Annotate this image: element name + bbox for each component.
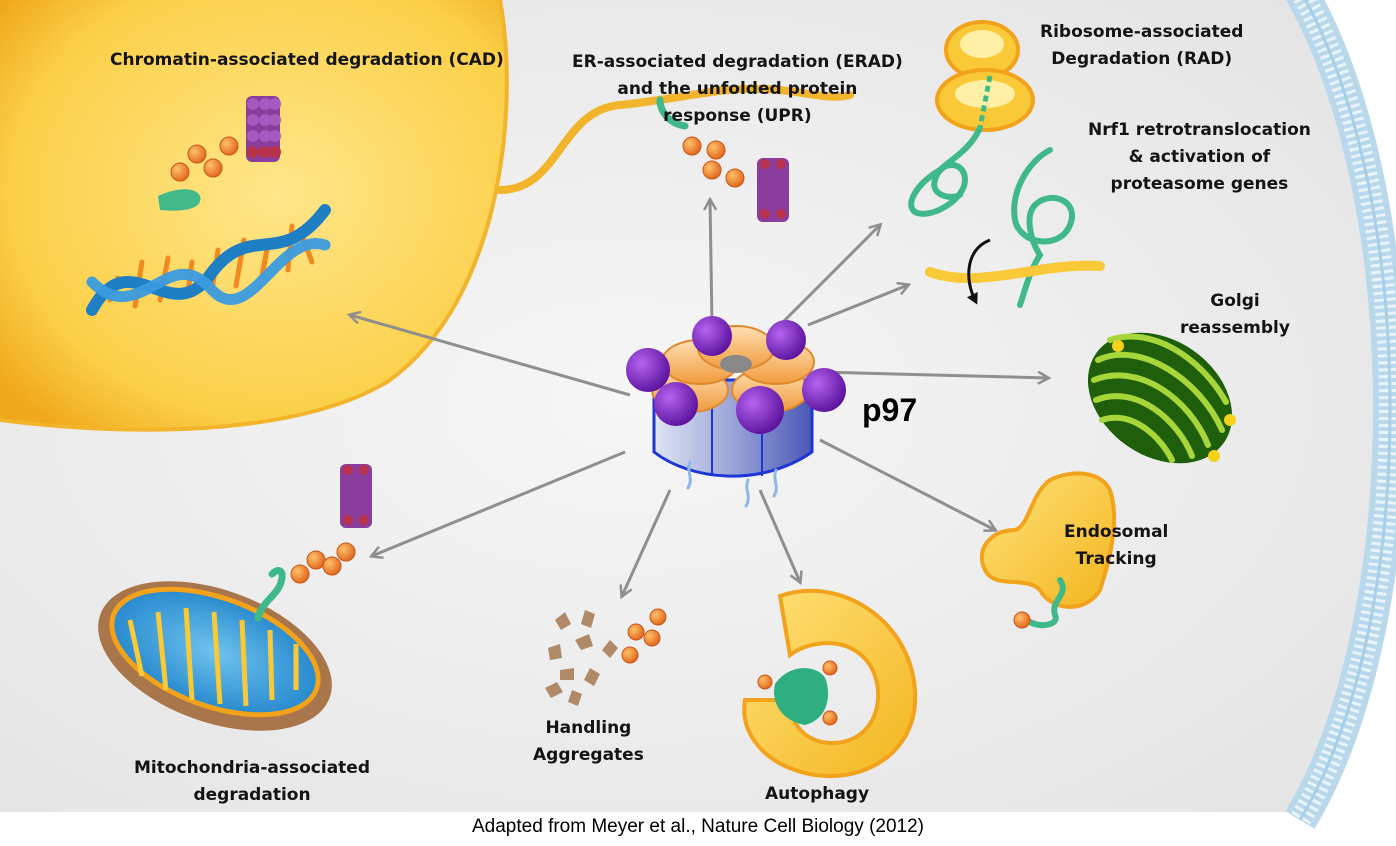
label-endosomal-line-2: Tracking <box>1075 549 1157 569</box>
label-nrf1-line-3: proteasome genes <box>1110 174 1289 194</box>
label-cad: Chromatin-associated degradation (CAD) <box>110 47 504 74</box>
label-golgi: Golgi reassembly <box>1180 288 1290 342</box>
erad-ubiquitin-chain <box>682 136 745 188</box>
label-erad: ER-associated degradation (ERAD) and the… <box>572 49 903 130</box>
label-mitochondria-line-1: Mitochondria-associated <box>134 758 371 778</box>
label-aggregates-line-2: Aggregates <box>533 745 644 765</box>
cad-ubiquitin-chain <box>170 136 239 182</box>
p97-label: p97 <box>862 392 918 428</box>
label-rad: Ribosome-associated Degradation (RAD) <box>1040 19 1243 73</box>
er-membrane <box>496 84 854 194</box>
mitochondrion <box>98 567 332 731</box>
label-erad-line-3: response (UPR) <box>663 106 812 126</box>
label-erad-line-1: ER-associated degradation (ERAD) <box>572 52 903 72</box>
arrow-to-golgi <box>819 370 1048 378</box>
protein-aggregates <box>545 610 618 706</box>
figure-credit: Adapted from Meyer et al., Nature Cell B… <box>472 816 924 837</box>
label-golgi-line-2: reassembly <box>1180 318 1290 338</box>
autophagosome <box>742 588 918 779</box>
cad-substrate <box>158 189 201 211</box>
arrow-to-autophagy <box>758 489 800 582</box>
mito-proteasome <box>340 464 372 528</box>
label-cad-line-1: Chromatin-associated degradation (CAD) <box>110 50 504 70</box>
label-nrf1-line-2: & activation of <box>1128 147 1271 167</box>
golgi-apparatus <box>1087 332 1236 464</box>
nrf1-polypeptide <box>908 125 1075 308</box>
mito-ubiquitin-chain <box>290 542 356 584</box>
arrow-to-aggregates <box>622 489 672 596</box>
label-endosomal: Endosomal Tracking <box>1064 519 1168 573</box>
label-mitochondria-line-2: degradation <box>193 785 311 805</box>
erad-proteasome <box>757 158 789 222</box>
dna-helix <box>86 204 331 316</box>
er-membrane-nrf1 <box>925 260 1105 284</box>
pathway-arrows <box>350 200 1048 596</box>
label-mitochondria: Mitochondria-associated degradation <box>134 755 370 809</box>
label-nrf1-line-1: Nrf1 retrotranslocation <box>1088 120 1311 140</box>
label-nrf1: Nrf1 retrotranslocation & activation of … <box>1088 117 1311 198</box>
aggregates-ubiquitin <box>621 608 667 664</box>
label-autophagy: Autophagy <box>765 781 869 808</box>
ribosome <box>935 20 1035 132</box>
arrow-to-rad <box>768 225 880 337</box>
cell-membrane <box>1285 0 1396 829</box>
label-aggregates-line-1: Handling <box>545 718 632 738</box>
p97-hexamer <box>626 316 846 508</box>
label-rad-line-2: Degradation (RAD) <box>1051 49 1233 69</box>
rotation-arrow <box>966 238 991 305</box>
arrow-to-endosome <box>819 438 995 530</box>
arrow-to-erad <box>710 200 712 326</box>
label-autophagy-line-1: Autophagy <box>765 784 870 804</box>
arrow-to-nrf1 <box>807 285 908 327</box>
label-aggregates: Handling Aggregates <box>533 715 644 769</box>
arrow-to-cad <box>350 315 631 397</box>
endosome <box>979 471 1117 629</box>
label-erad-line-2: and the unfolded protein <box>617 79 858 99</box>
label-golgi-line-1: Golgi <box>1210 291 1260 311</box>
label-rad-line-1: Ribosome-associated <box>1040 22 1244 42</box>
arrow-to-mitochondria <box>372 450 626 556</box>
label-endosomal-line-1: Endosomal <box>1064 522 1169 542</box>
erad-substrate <box>656 96 689 130</box>
cad-proteasome <box>246 96 281 162</box>
